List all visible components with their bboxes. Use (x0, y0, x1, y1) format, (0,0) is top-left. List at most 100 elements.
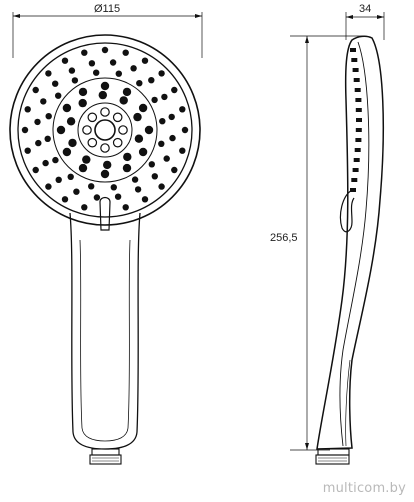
nozzle (148, 77, 155, 84)
length-label: 256,5 (270, 232, 298, 244)
nozzle (110, 184, 118, 191)
nozzle (87, 137, 98, 148)
side-nozzle-row (350, 48, 362, 192)
head-outer-ring (9, 34, 201, 226)
nozzle (81, 204, 88, 211)
nozzle (24, 106, 31, 113)
side-nozzle (354, 148, 361, 152)
side-nozzle (353, 158, 360, 162)
nozzle (52, 156, 59, 164)
side-view (268, 12, 385, 465)
nozzle (55, 92, 62, 99)
nozzle (61, 57, 69, 64)
depth-dimension (345, 12, 385, 40)
nozzle (62, 103, 72, 113)
nozzle (179, 147, 186, 154)
nozzle (93, 69, 100, 76)
nozzle (68, 138, 77, 148)
nozzle (100, 169, 110, 179)
nozzle (42, 159, 49, 167)
nozzle (45, 113, 52, 120)
nozzle (138, 147, 148, 157)
nozzle (88, 183, 95, 190)
nozzle (21, 126, 29, 134)
nozzle (56, 125, 66, 135)
nozzle (114, 193, 122, 200)
diameter-dimension (12, 12, 203, 58)
side-nozzle (350, 188, 356, 192)
spray-ring-middle (52, 77, 158, 183)
handle-inner-outline (79, 239, 131, 442)
nozzle (24, 147, 31, 154)
nozzle (134, 134, 144, 143)
nozzle (179, 106, 186, 113)
nozzle (35, 139, 42, 147)
depth-label: 34 (359, 3, 371, 15)
nozzle (151, 173, 158, 180)
nozzle (62, 147, 72, 157)
nozzle (144, 125, 154, 135)
nozzle (78, 163, 88, 173)
front-view (9, 12, 203, 465)
side-selector-loop (339, 189, 355, 233)
nozzle (68, 67, 76, 74)
nozzle (119, 96, 128, 105)
nozzle (82, 125, 92, 135)
nozzle (169, 134, 176, 142)
nozzle (103, 160, 112, 170)
nozzle (34, 118, 41, 126)
watermark: multicom.by (322, 481, 406, 496)
side-nozzle (351, 58, 358, 62)
nozzle (109, 59, 117, 66)
side-nozzle (355, 128, 362, 132)
nozzle (112, 137, 123, 148)
nozzle (141, 57, 149, 64)
nozzle (138, 103, 148, 113)
nozzle (151, 96, 158, 104)
side-nozzle (355, 98, 362, 102)
nozzle (122, 87, 132, 97)
side-body-outline (316, 35, 385, 450)
nozzle (44, 135, 51, 142)
nozzle (159, 118, 166, 125)
center-nozzle (94, 119, 116, 141)
nozzle (100, 143, 110, 153)
nozzle (158, 140, 165, 147)
nozzle (52, 80, 59, 87)
nozzle (136, 80, 143, 87)
nozzle (112, 112, 123, 123)
nozzle (118, 125, 128, 135)
side-inner-line (345, 359, 351, 447)
side-nozzle (356, 118, 362, 122)
hose-connector (89, 448, 122, 465)
nozzle (32, 166, 39, 174)
nozzle (134, 186, 142, 193)
nozzle (88, 60, 96, 67)
nozzle (123, 152, 132, 162)
nozzle (100, 81, 110, 91)
nozzle (45, 183, 52, 190)
nozzle (71, 77, 79, 84)
nozzle (130, 65, 137, 72)
nozzle (93, 194, 101, 201)
side-nozzle (355, 138, 362, 142)
nozzle (78, 87, 88, 97)
nozzle (115, 70, 123, 77)
side-nozzle (350, 48, 356, 52)
head-face-ring (17, 42, 193, 218)
side-nozzle (352, 68, 359, 72)
side-nozzle (355, 108, 362, 112)
nozzle (131, 176, 139, 183)
nozzle (81, 49, 88, 56)
nozzle (122, 163, 132, 173)
nozzle (45, 70, 52, 77)
nozzle (161, 93, 168, 101)
nozzle (32, 86, 39, 94)
diameter-label: Ø115 (94, 3, 120, 15)
side-connector (315, 448, 350, 465)
nozzle (55, 176, 62, 183)
nozzle (66, 117, 76, 126)
nozzle (87, 112, 98, 123)
side-face-line (339, 41, 370, 447)
